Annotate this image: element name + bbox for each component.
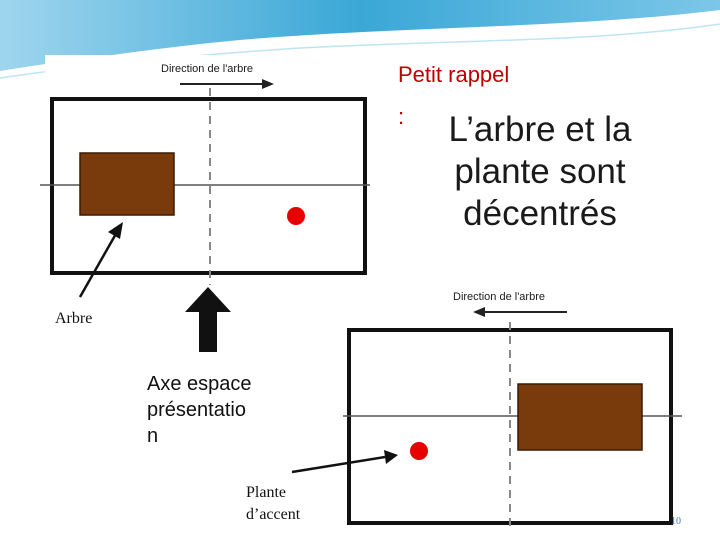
plante-pointer-line bbox=[291, 455, 386, 474]
label-plante-line-2: d’accent bbox=[246, 506, 301, 523]
label-arbre: Arbre bbox=[55, 310, 93, 327]
label-axe-line-3: n bbox=[147, 425, 159, 447]
label-plante: Plante d’accent bbox=[246, 482, 300, 526]
top-tree-rect bbox=[79, 152, 175, 216]
top-direction-arrow-head bbox=[262, 79, 274, 89]
rappel-body: L’arbre et la plante sont décentrés bbox=[415, 109, 665, 235]
top-direction-label: Direction de l'arbre bbox=[161, 63, 253, 75]
arbre-pointer-line bbox=[78, 231, 119, 298]
rappel-line-3: décentrés bbox=[463, 194, 617, 233]
rappel-line-2: plante sont bbox=[454, 152, 626, 191]
rappel-colon: : bbox=[398, 104, 405, 129]
rappel-line-1: L’arbre et la bbox=[448, 110, 632, 149]
rappel-heading: Petit rappel bbox=[398, 62, 510, 87]
label-axe-espace: Axe espace présentatio n bbox=[147, 371, 252, 449]
label-axe-line-1: Axe espace bbox=[147, 373, 252, 395]
bottom-plant-circle bbox=[410, 442, 428, 460]
top-plant-circle bbox=[287, 207, 305, 225]
label-plante-line-1: Plante bbox=[246, 484, 286, 501]
axe-up-arrow-icon bbox=[185, 287, 231, 352]
bottom-tree-rect bbox=[517, 383, 643, 451]
plante-pointer-head bbox=[384, 450, 398, 464]
label-axe-line-2: présentatio bbox=[147, 399, 246, 421]
slide-number: 10 bbox=[671, 516, 681, 527]
bottom-direction-arrow-head bbox=[473, 307, 485, 317]
arbre-pointer-head bbox=[108, 222, 123, 239]
bottom-direction-label: Direction de l'arbre bbox=[453, 291, 545, 303]
